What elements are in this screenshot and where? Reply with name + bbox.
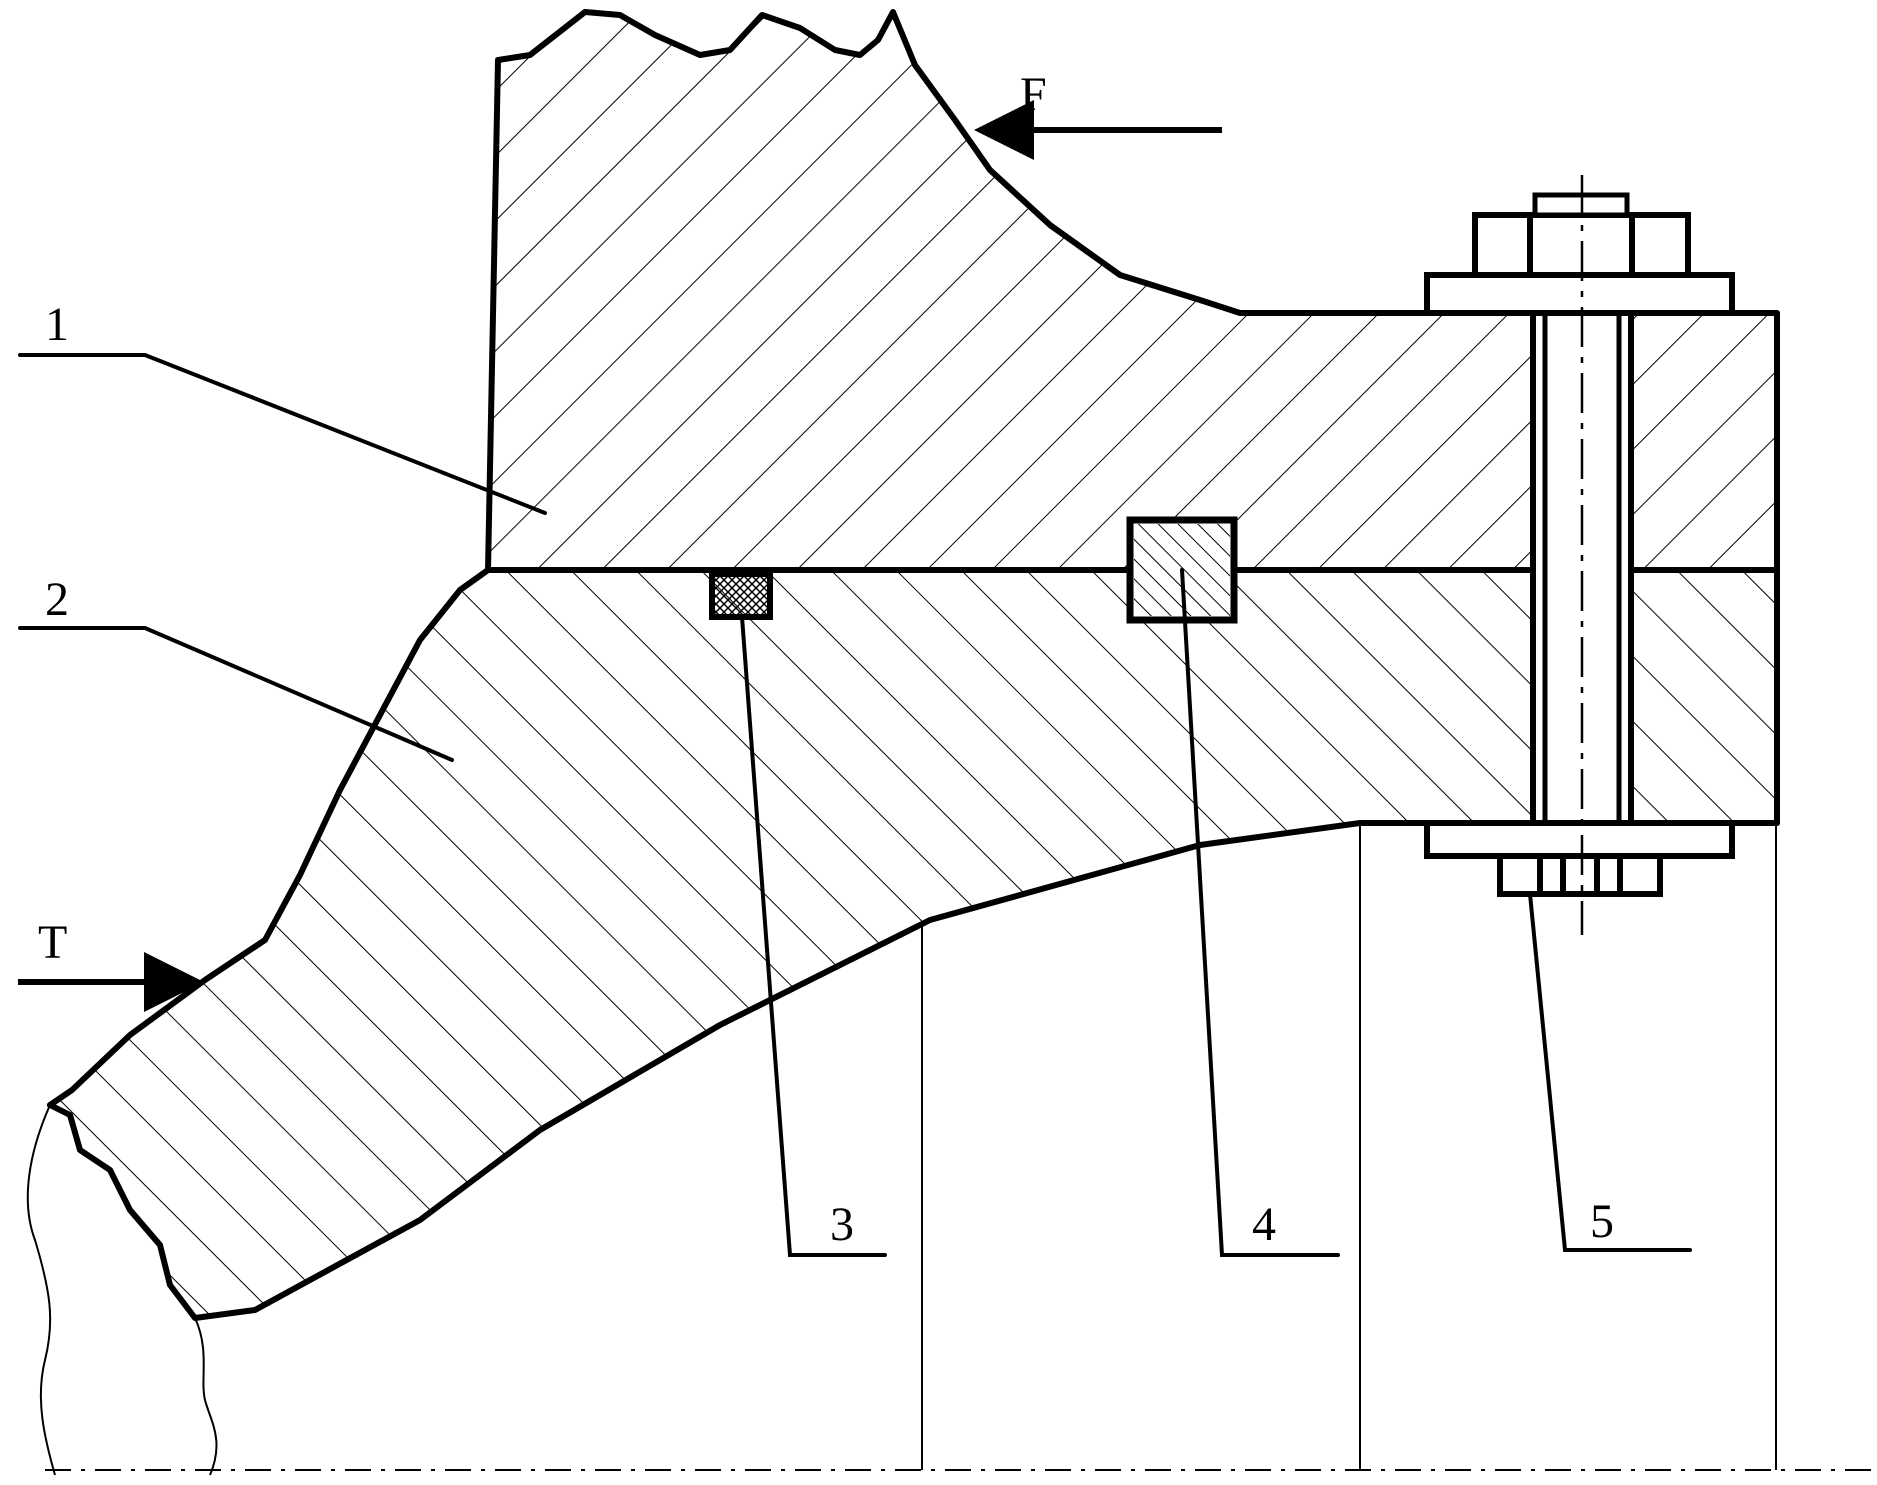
force-t-label: T <box>38 916 67 969</box>
bolt-head <box>1497 853 1663 897</box>
part-label-4: 4 <box>1252 1198 1276 1251</box>
callout-5: 5 <box>1528 892 1692 1252</box>
leader-line-4 <box>1180 568 1340 1257</box>
part-label-3: 3 <box>830 1198 854 1251</box>
lower-flange-outline <box>47 567 491 1108</box>
callout-3: 3 <box>740 615 887 1257</box>
lower-flange-part <box>47 567 1780 1321</box>
force-f-arrow: F <box>974 68 1222 160</box>
force-f-label: F <box>1020 68 1047 121</box>
lower-flange-hatch <box>50 570 1777 1318</box>
break-line-left <box>26 1104 56 1476</box>
upper-flange-hatch <box>488 12 1777 570</box>
part-label-1: 1 <box>45 298 69 351</box>
part-label-2: 2 <box>45 573 69 626</box>
part-label-5: 5 <box>1590 1195 1614 1248</box>
upper-flange-part <box>485 9 1780 826</box>
bolt-assembly <box>1424 175 1735 935</box>
callout-1: 1 <box>18 298 547 515</box>
force-t-arrow: T <box>18 916 204 1012</box>
upper-flange-outline <box>485 9 1780 826</box>
leader-line-1 <box>18 353 547 515</box>
leader-line-2 <box>18 626 454 762</box>
callout-4: 4 <box>1180 568 1340 1257</box>
seal-part <box>709 571 773 620</box>
leader-line-5 <box>1528 892 1692 1252</box>
seal-groove <box>709 571 773 620</box>
upper-washer <box>1424 272 1735 316</box>
break-line-right <box>194 1317 218 1476</box>
lower-washer <box>1424 820 1735 859</box>
callout-2: 2 <box>18 573 454 762</box>
leader-line-3 <box>740 615 887 1257</box>
